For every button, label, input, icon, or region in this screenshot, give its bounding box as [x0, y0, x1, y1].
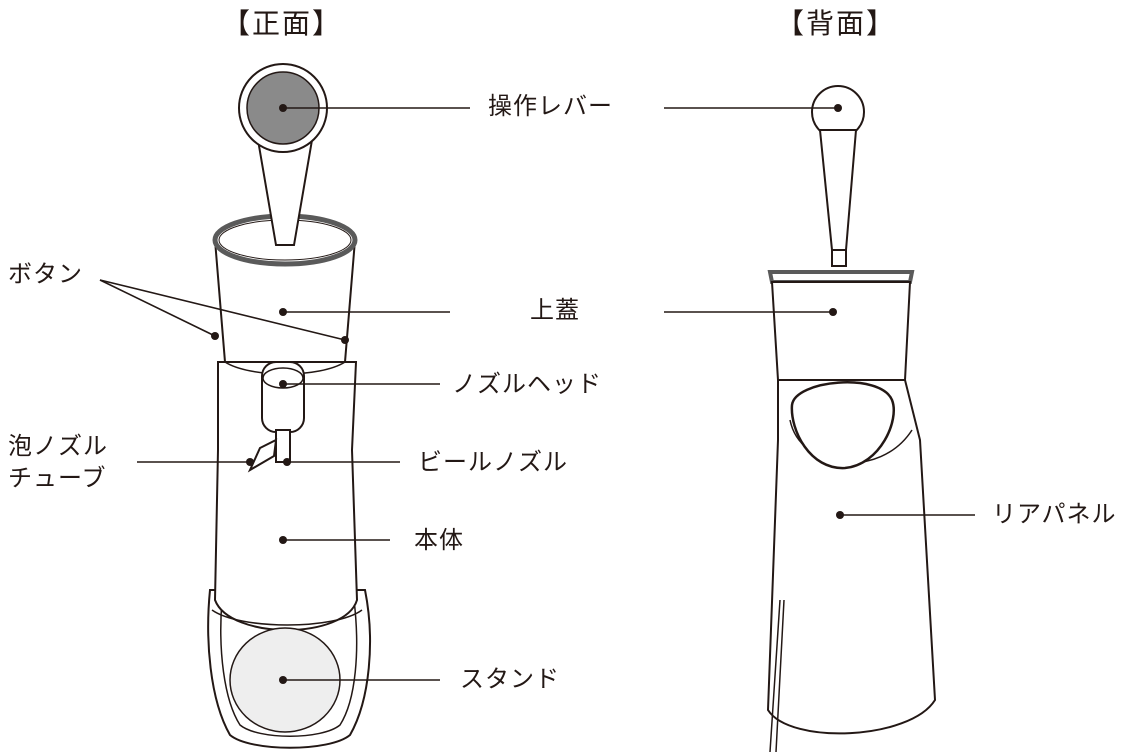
- label-foam-tube: 泡ノズル チューブ: [8, 430, 108, 495]
- dot-button-left: [211, 332, 219, 340]
- label-button: ボタン: [8, 260, 83, 288]
- dot-button-right: [341, 336, 349, 344]
- back-lever-stem: [818, 129, 858, 251]
- dot-lid-back: [829, 308, 837, 316]
- dot-body: [279, 536, 287, 544]
- label-lid: 上蓋: [530, 296, 580, 324]
- back-upper-housing: [770, 281, 912, 381]
- back-view-title: 【背面】: [776, 7, 897, 40]
- leader-button-left: [99, 279, 216, 337]
- leader-lines: [99, 104, 975, 684]
- label-rear-panel: リアパネル: [992, 500, 1117, 528]
- back-cable: [769, 599, 785, 752]
- front-nozzle-head: [261, 361, 305, 433]
- dot-lever-front: [279, 104, 287, 112]
- back-lid: [767, 270, 915, 284]
- front-stand-inner: [220, 599, 358, 737]
- dot-nozzle-head: [279, 380, 287, 388]
- dot-beer-nozzle: [283, 458, 291, 466]
- label-foam-tube-line2: チューブ: [8, 464, 107, 493]
- label-nozzle-head: ノズルヘッド: [452, 370, 602, 398]
- dot-foam-tube: [246, 458, 254, 466]
- dot-lid-front: [279, 308, 287, 316]
- front-beer-nozzle: [275, 429, 291, 463]
- front-view-title: 【正面】: [222, 7, 343, 40]
- front-body-band: [211, 609, 363, 626]
- label-foam-tube-line1: 泡ノズル: [8, 432, 108, 460]
- back-window: [790, 381, 895, 470]
- label-stand: スタンド: [460, 665, 560, 693]
- front-view: [207, 63, 371, 749]
- label-beer-nozzle: ビールノズル: [418, 448, 568, 476]
- dot-stand: [279, 676, 287, 684]
- back-lever-joint: [831, 249, 847, 267]
- back-view: [766, 85, 937, 752]
- dot-rear-panel: [836, 511, 844, 519]
- label-body: 本体: [414, 526, 464, 554]
- label-lever: 操作レバー: [488, 92, 613, 120]
- dot-lever-back: [834, 104, 842, 112]
- leader-button-right: [99, 279, 346, 341]
